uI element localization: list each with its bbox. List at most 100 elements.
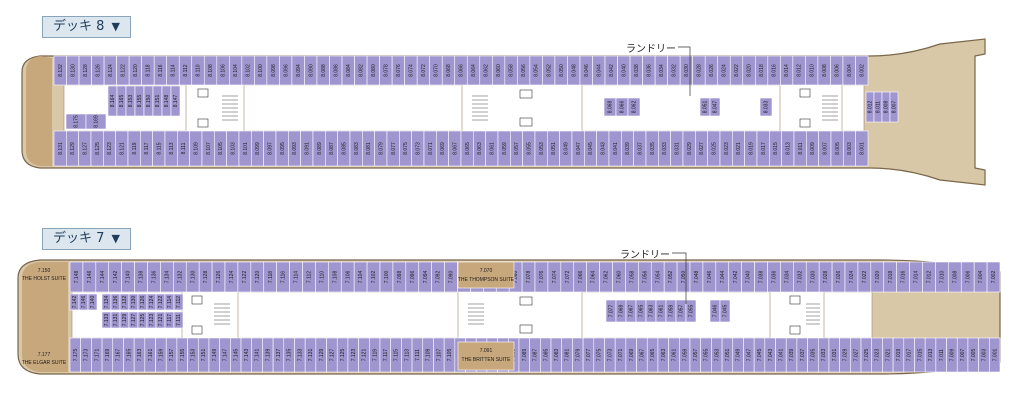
cabin-number: 7.106: [345, 271, 351, 284]
cabin-number: 8.063: [477, 142, 483, 155]
cabin-number: 7.050: [681, 271, 687, 284]
cabin-number: 7.011: [939, 349, 945, 361]
cabin-number: 7.014: [914, 271, 920, 284]
deck7-britten-suite[interactable]: 7.091 THE BRITTEN SUITE: [457, 341, 515, 371]
cabin[interactable]: [989, 337, 1001, 373]
cabin-number: 7.015: [917, 349, 923, 362]
cabin-number: 8.083: [354, 142, 360, 155]
cabin-number: 8.068: [446, 64, 452, 77]
deck8-aft-lobby: [185, 79, 245, 139]
cabin-number: 7.102: [371, 271, 377, 284]
inner-cabin[interactable]: [719, 299, 731, 323]
inner-cabin[interactable]: [889, 91, 899, 123]
deck7-holst-suite[interactable]: 7.150 THE HOLST SUITE: [22, 268, 67, 282]
cabin-number: 7.118: [268, 271, 274, 283]
cabin-number: 7.055: [704, 349, 710, 362]
cabin-number: 8.112: [183, 64, 189, 76]
cabin-number: 7.134: [164, 271, 170, 284]
cabin-number: 7.167: [116, 349, 122, 362]
cabin-number: 8.066: [620, 101, 626, 114]
inner-cabin[interactable]: [170, 85, 181, 117]
deck8-label-text: デッキ 8: [53, 19, 105, 34]
cabin-number: 8.050: [559, 64, 565, 77]
elevator-icon: [191, 325, 203, 335]
deck8-label[interactable]: デッキ 8 ▼: [42, 16, 132, 38]
cabin-number: 8.002: [859, 64, 865, 77]
deck7-thompson-suite[interactable]: 7.070 THE THOMPSON SUITE: [457, 261, 515, 289]
cabin-number: 7.030: [810, 271, 816, 284]
cabin-number: 8.051: [551, 142, 557, 155]
cabin-number: 7.085: [543, 349, 549, 362]
cabin-number: 7.048: [694, 271, 700, 284]
cabin-number: 7.131: [113, 314, 119, 327]
cabin-number: 8.070: [434, 64, 440, 77]
cabin-number: 7.006: [965, 271, 971, 284]
cabin-number: 7.120: [255, 271, 261, 284]
cabin-number: 8.006: [834, 64, 840, 77]
cabin-number: 7.115: [394, 349, 400, 361]
cabin-number: 7.133: [297, 349, 303, 362]
cabin-number: 7.027: [853, 349, 859, 362]
cabin-number: 7.033: [821, 349, 827, 362]
cabin-number: 8.099: [255, 142, 261, 155]
cabin-number: 7.089: [522, 349, 528, 362]
cabin-number: 7.058: [629, 271, 635, 284]
cabin[interactable]: [986, 261, 1001, 293]
cabin-number: 7.022: [862, 271, 868, 284]
cabin-number: 7.071: [618, 349, 624, 362]
inner-cabin[interactable]: [173, 293, 184, 311]
inner-cabin[interactable]: [627, 97, 641, 117]
inner-cabin[interactable]: [87, 293, 98, 311]
stairs-icon: [472, 95, 488, 121]
cabin-number: 8.164: [110, 95, 116, 108]
inner-cabin[interactable]: [759, 97, 773, 117]
cabin-number: 8.035: [650, 142, 656, 155]
cabin-number: 7.057: [679, 305, 685, 318]
cabin-number: 7.044: [720, 271, 726, 284]
cabin[interactable]: [855, 130, 869, 167]
cabin-number: 8.084: [346, 64, 352, 77]
cabin-number: 8.122: [120, 64, 126, 77]
cabin[interactable]: [855, 55, 869, 86]
elevator-icon: [799, 118, 811, 128]
cabin-number: 8.086: [333, 64, 339, 77]
cabin-number: 7.017: [907, 349, 913, 362]
cabin-number: 7.018: [888, 271, 894, 284]
deck7-label[interactable]: デッキ 7 ▼: [42, 228, 132, 250]
cabin-number: 8.129: [70, 142, 76, 155]
elevator-icon: [197, 88, 209, 98]
cabin-number: 7.092: [436, 271, 442, 284]
cabin-number: 8.123: [107, 142, 113, 155]
inner-cabin[interactable]: [85, 113, 107, 130]
cabin-number: 8.060: [496, 64, 502, 77]
cabin-number: 8.024: [722, 64, 728, 77]
cabin-number: 8.001: [859, 142, 865, 155]
cabin-number: 7.146: [81, 296, 87, 309]
inner-cabin[interactable]: [173, 311, 184, 329]
inner-cabin[interactable]: [685, 299, 697, 323]
elevator-icon: [519, 89, 533, 99]
cabin-number: 7.147: [223, 349, 229, 362]
cabin-number: 7.057: [693, 349, 699, 362]
deck8-laundry-label: ランドリー: [626, 44, 676, 55]
cabin-number: 7.108: [332, 271, 338, 284]
cabin-number: 7.005: [971, 349, 977, 362]
cabin-number: 8.175: [74, 115, 80, 128]
elevator-icon: [519, 117, 533, 127]
deck7-laundry-label: ランドリー: [620, 250, 670, 261]
cabin-number: 7.031: [832, 349, 838, 362]
cabin-number: 8.010: [809, 64, 815, 77]
cabin-number: 7.079: [575, 349, 581, 362]
cabin-number: 7.141: [255, 349, 261, 362]
deck7-aft-lobby: [181, 287, 239, 343]
cabin-number: 8.098: [271, 64, 277, 77]
cabin-number: 7.065: [650, 349, 656, 362]
cabin-number: 8.062: [484, 64, 490, 77]
cabin-number: 7.107: [436, 349, 442, 362]
deck7-elgar-suite[interactable]: 7.177 THE ELGAR SUITE: [22, 352, 67, 366]
cabin-number: 8.036: [646, 64, 652, 77]
cabin-number: 7.105: [447, 349, 453, 362]
cabin-number: 8.033: [662, 142, 668, 155]
elevator-icon: [197, 118, 209, 128]
inner-cabin[interactable]: [709, 97, 721, 117]
